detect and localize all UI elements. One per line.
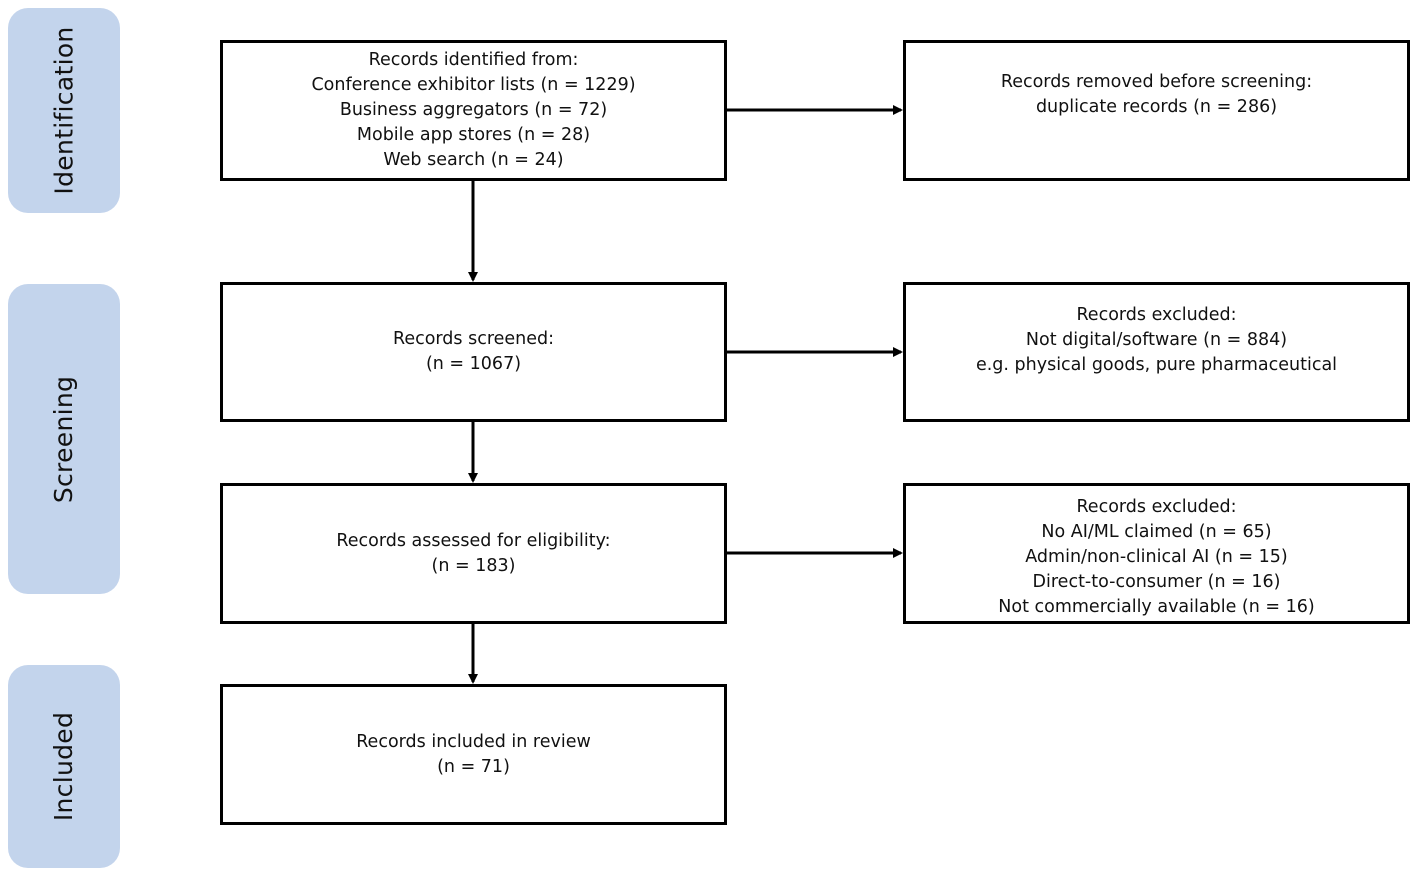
records-included-box: Records included in review (n = 71) [220,684,727,825]
stage-label-included: Included [49,711,79,822]
screened-line: (n = 1067) [425,354,522,374]
removed-line: Records removed before screening: [1000,72,1313,92]
excluded-eligibility-line: Records excluded: [1076,497,1237,517]
stage-identification: Identification [8,8,120,213]
excluded-eligibility-line: Direct-to-consumer (n = 16) [1032,572,1281,592]
identified-line: Business aggregators (n = 72) [339,100,608,120]
records-screened-box: Records screened: (n = 1067) [220,282,727,422]
identified-line: Mobile app stores (n = 28) [356,125,591,145]
removed-line: duplicate records (n = 286) [1035,97,1278,117]
included-line: (n = 71) [437,756,510,777]
records-eligibility-box: Records assessed for eligibility: (n = 1… [220,483,727,624]
excluded-eligibility-line: No AI/ML claimed (n = 65) [1041,522,1272,542]
screened-line: Records screened: [392,329,555,349]
excluded-screening-line: Not digital/software (n = 884) [1025,330,1288,350]
identified-line: Records identified from: [368,50,579,70]
records-identified-box: Records identified from: Conference exhi… [220,40,727,181]
stage-label-identification: Identification [49,26,79,195]
excluded-eligibility-line: Admin/non-clinical AI (n = 15) [1025,547,1288,567]
stage-label-screening: Screening [49,375,79,503]
identified-line: Web search (n = 24) [383,150,564,170]
excluded-eligibility-line: Not commercially available (n = 16) [998,597,1315,617]
included-line: Records included in review [356,731,591,752]
records-excluded-eligibility-box: Records excluded: No AI/ML claimed (n = … [903,483,1410,624]
records-excluded-screening-box: Records excluded: Not digital/software (… [903,282,1410,422]
excluded-screening-line: e.g. physical goods, pure pharmaceutical [975,355,1338,375]
excluded-screening-line: Records excluded: [1076,305,1237,325]
identified-line: Conference exhibitor lists (n = 1229) [311,75,636,95]
stage-screening: Screening [8,284,120,594]
stage-included: Included [8,665,120,868]
eligibility-line: (n = 183) [431,555,516,576]
eligibility-line: Records assessed for eligibility: [336,530,611,551]
records-removed-box: Records removed before screening: duplic… [903,40,1410,181]
